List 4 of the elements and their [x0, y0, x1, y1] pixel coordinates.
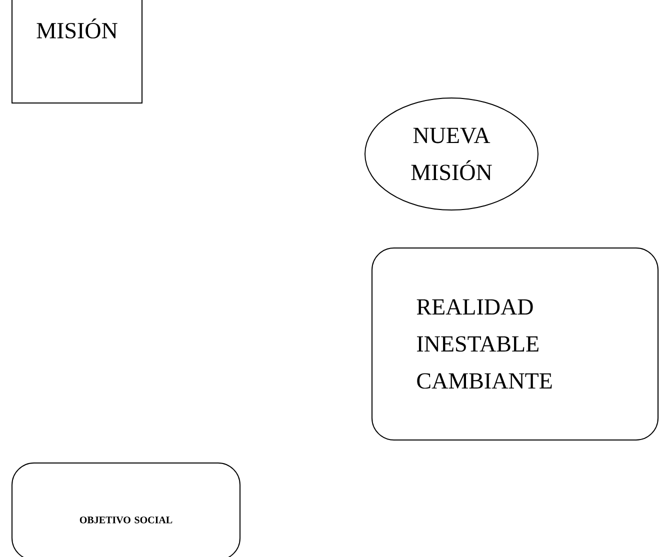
ellipse-node: NUEVA MISIÓN: [364, 98, 538, 210]
box: MISIÓN: [12, 0, 142, 104]
rounded-box: OBJETIVO SOCIAL: [12, 462, 240, 557]
rounded-box: REALIDAD INESTABLE CAMBIANTE: [372, 248, 658, 440]
